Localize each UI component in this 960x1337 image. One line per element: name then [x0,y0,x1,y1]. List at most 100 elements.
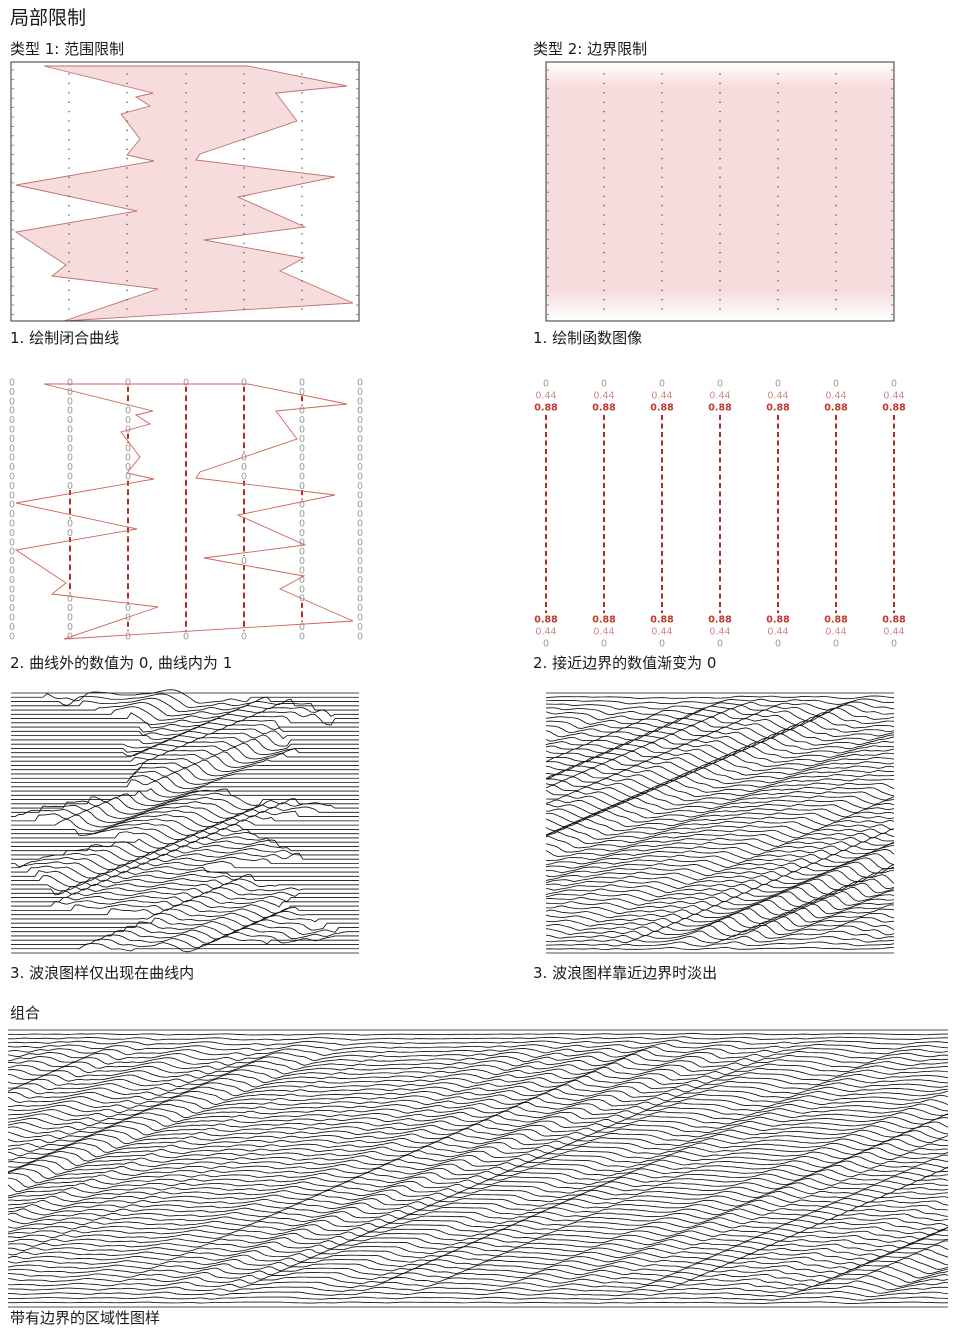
sample-dot [777,195,779,197]
sample-dot [243,223,245,226]
wave-line [11,882,359,896]
wave-line [7,1145,949,1158]
sample-dot [301,129,303,132]
sample-dot [301,223,303,226]
sample-dot [835,82,837,85]
wave-line [11,822,359,836]
sample-dot [185,120,187,122]
wave-line [11,804,359,819]
value-label-outside: 0 [299,500,305,511]
wave-line [11,912,359,927]
value-label-outside: 0 [67,594,73,605]
sample-dot [126,167,128,169]
sample-dot [603,101,605,103]
wave-line [11,831,359,845]
sample-dot [185,148,187,150]
sample-dot [126,308,128,310]
value-label-outside: 0 [357,425,363,436]
value-label-outside: 0 [357,434,363,445]
sample-dot [719,73,721,75]
value-label-outside: 0 [299,566,305,577]
sample-dot [243,120,245,122]
sample-dot [68,73,70,75]
value-label-outside: 0 [9,453,15,464]
wave-line [11,796,359,811]
type2-step3-caption: 3. 波浪图样靠近边界时淡出 [533,964,718,982]
sample-dot [835,280,837,282]
curve-outline [14,383,354,640]
wave-line [11,758,359,773]
value-label-outside: 0 [299,509,305,520]
sample-dot [301,308,303,310]
wave-line [7,1032,949,1036]
wave-line [545,695,895,700]
frame-ticks [11,69,359,315]
sample-dot [243,280,245,282]
wave-line [545,754,895,769]
wave-line [7,1128,949,1140]
sample-dot [185,73,187,75]
sample-dot [835,270,837,273]
sample-dot [777,157,779,160]
sample-dot [661,148,663,150]
wave-line [545,767,895,781]
wave-line [7,1042,949,1051]
wave-line [11,903,359,918]
sample-dot [661,289,663,291]
sample-dot [126,289,128,291]
sample-dot [777,308,779,310]
sample-dot [185,251,187,254]
sample-dot [835,223,837,226]
sample-dot [719,167,721,169]
value-label-outside: 0 [9,434,15,445]
sample-dot [603,233,605,235]
value-label-outside: 0 [125,415,131,426]
sample-dot [719,101,721,103]
sample-dot [243,129,245,132]
sample-dot [603,280,605,282]
value-label-outside: 0 [183,631,189,642]
wave-line [7,1253,949,1266]
edge-value-label: 0.88 [592,403,616,414]
edge-value-label: 0.44 [825,627,846,638]
wave-line [7,1167,949,1180]
wave-line [545,826,895,840]
wave-line [7,1185,949,1197]
wave-line [11,873,359,888]
wave-line [545,895,895,908]
wave-line [11,689,359,704]
wave-line [545,720,895,735]
type2-step2-caption: 2. 接近边界的数值渐变为 0 [533,654,717,672]
wave-line [7,1136,949,1149]
value-label-outside: 0 [67,443,73,454]
sample-dot [777,139,779,141]
edge-value-label: 0.88 [708,403,732,414]
value-label-outside: 0 [67,378,73,389]
sample-dot [301,176,303,179]
sample-dot [126,223,128,226]
sample-dot [185,223,187,226]
wave-line [545,844,895,857]
sample-dot [661,176,663,179]
sample-dot [835,148,837,150]
edge-value-label: 0.44 [535,391,556,402]
sample-dot [603,270,605,273]
wave-line [7,1290,949,1298]
sample-dot [777,261,779,263]
wave-line [545,853,895,865]
sample-dot [777,251,779,254]
value-label-outside: 0 [9,584,15,595]
sample-dot [835,157,837,160]
sample-dot [68,298,70,301]
wave-line [7,1240,949,1253]
sample-dot [301,214,303,216]
sample-dot [777,242,779,244]
value-label-outside: 0 [9,566,15,577]
sample-dot [835,167,837,169]
edge-value-label: 0.88 [766,403,790,414]
wave-line [7,1275,949,1288]
edge-value-label: 0.88 [592,615,616,626]
type1-step1-caption: 1. 绘制闭合曲线 [10,329,120,347]
sample-dot [603,157,605,160]
edge-value-label: 0.44 [709,627,730,638]
